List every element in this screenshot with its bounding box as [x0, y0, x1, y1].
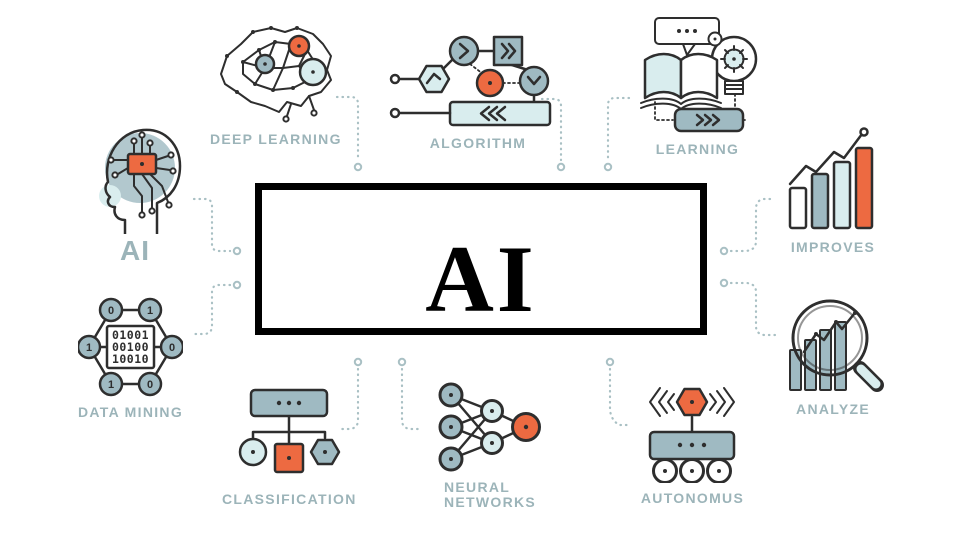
magnifier-chart-icon	[789, 299, 884, 392]
neural-net-icon	[438, 382, 541, 472]
node-label-autonomus: AUTONOMUS	[640, 490, 745, 506]
node-label-deep-learning: DEEP LEARNING	[210, 131, 342, 147]
bit-node: 1	[86, 342, 92, 354]
connector-ai-to-box	[192, 197, 232, 253]
head-circuit-icon	[99, 128, 182, 234]
rising-bars-icon	[788, 127, 874, 230]
node-algorithm: ALGORITHM	[388, 22, 568, 151]
node-label-classification: CLASSIFICATION	[222, 491, 357, 507]
node-ai: AI	[80, 118, 190, 267]
connector-box-to-data-mining	[192, 283, 232, 336]
connector-box-to-analyze	[729, 281, 778, 337]
connector-endpoint	[603, 162, 613, 172]
node-analyze: ANALYZE	[778, 292, 888, 417]
binary-row: 00100	[112, 340, 149, 354]
binary-row: 01001	[112, 328, 149, 342]
connector-endpoint	[232, 280, 242, 290]
book-bulb-icon	[640, 17, 758, 133]
node-deep-learning: DEEP LEARNING	[210, 22, 342, 147]
tree-shapes-icon	[239, 388, 341, 474]
connector-box-to-improves	[729, 197, 776, 253]
node-label-data-mining: DATA MINING	[78, 404, 184, 420]
node-autonomus: AUTONOMUS	[640, 380, 745, 506]
node-label-learning: LEARNING	[655, 141, 740, 157]
node-data-mining: 01001 00100 10010 0 1 1 0 1 0 DATA MININ…	[78, 297, 184, 420]
node-learning: LEARNING	[635, 12, 760, 157]
central-ai-box: AI	[255, 183, 707, 335]
node-label-analyze: ANALYZE	[796, 401, 870, 417]
connector-box-to-classification	[337, 367, 360, 431]
bit-node: 0	[108, 305, 114, 317]
node-neural-networks: NEURAL NETWORKS	[436, 382, 541, 511]
connector-endpoint	[605, 357, 615, 367]
connector-endpoint	[556, 162, 566, 172]
brain-network-icon	[220, 26, 333, 123]
node-label-ai: AI	[120, 235, 150, 266]
connector-endpoint	[232, 246, 242, 256]
connector-box-to-neural-networks	[400, 367, 423, 431]
bit-node: 1	[147, 305, 153, 317]
bit-node: 0	[169, 342, 175, 354]
node-label-neural-networks: NEURAL NETWORKS	[444, 479, 537, 511]
connector-algorithm-to-box	[540, 97, 563, 162]
connector-box-to-autonomus	[608, 367, 631, 427]
bit-node: 0	[147, 379, 153, 391]
flowchart-icon	[389, 35, 552, 127]
node-classification: CLASSIFICATION	[222, 386, 357, 507]
connector-endpoint	[353, 357, 363, 367]
binary-hex-icon: 01001 00100 10010 0 1 1 0 1 0	[78, 297, 184, 397]
binary-row: 10010	[112, 352, 149, 366]
rover-icon	[648, 387, 736, 483]
node-label-improves: IMPROVES	[790, 239, 876, 255]
connector-endpoint	[353, 162, 363, 172]
connector-endpoint	[719, 278, 729, 288]
node-improves: IMPROVES	[788, 124, 878, 255]
central-ai-title: AI	[425, 225, 537, 332]
node-label-algorithm: ALGORITHM	[429, 135, 527, 151]
connector-endpoint	[397, 357, 407, 367]
bit-node: 1	[108, 379, 114, 391]
connector-learning-to-box	[606, 96, 631, 162]
connector-endpoint	[719, 246, 729, 256]
